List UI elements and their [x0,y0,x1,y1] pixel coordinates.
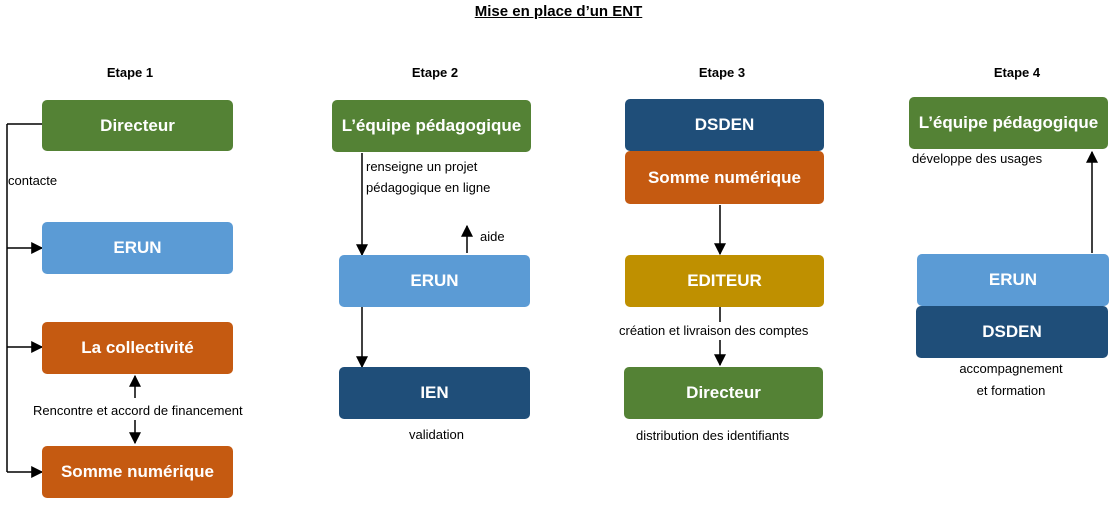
step1-collectivite-box: La collectivité [42,322,233,374]
accompagnement-label-line2: et formation [976,383,1046,398]
creation-livraison-label: création et livraison des comptes [619,323,809,338]
distribution-label: distribution des identifiants [636,428,790,443]
rencontre-label: Rencontre et accord de financement [33,403,243,418]
step-4-heading: Etape 4 [993,65,1041,80]
renseigne-label-line2: pédagogique en ligne [366,180,491,195]
accompagnement-label-line1: accompagnement [959,361,1063,376]
validation-label: validation [409,427,464,442]
step3-somme-numerique-box: Somme numérique [625,151,824,204]
renseigne-label-line1: renseigne un projet [366,159,478,174]
step2-equipe-pedagogique-box: L’équipe pédagogique [332,100,531,152]
step4-dsden-box: DSDEN [916,306,1108,358]
step4-erun-box: ERUN [917,254,1109,306]
step3-directeur-box: Directeur [624,367,823,419]
step1-directeur-box: Directeur [42,100,233,151]
developpe-usages-label: développe des usages [912,151,1043,166]
step3-dsden-box: DSDEN [625,99,824,151]
diagram-title: Mise en place d’un ENT [474,3,643,20]
aide-label: aide [480,229,505,244]
step1-somme-numerique-box: Somme numérique [42,446,233,498]
step2-erun-box: ERUN [339,255,530,307]
step-2-heading: Etape 2 [411,65,459,80]
step-1-heading: Etape 1 [106,65,154,80]
step-3-heading: Etape 3 [698,65,746,80]
step3-editeur-box: EDITEUR [625,255,824,307]
contacte-label: contacte [8,173,58,188]
step4-equipe-pedagogique-box: L’équipe pédagogique [909,97,1108,149]
step2-ien-box: IEN [339,367,530,419]
step1-erun-box: ERUN [42,222,233,274]
